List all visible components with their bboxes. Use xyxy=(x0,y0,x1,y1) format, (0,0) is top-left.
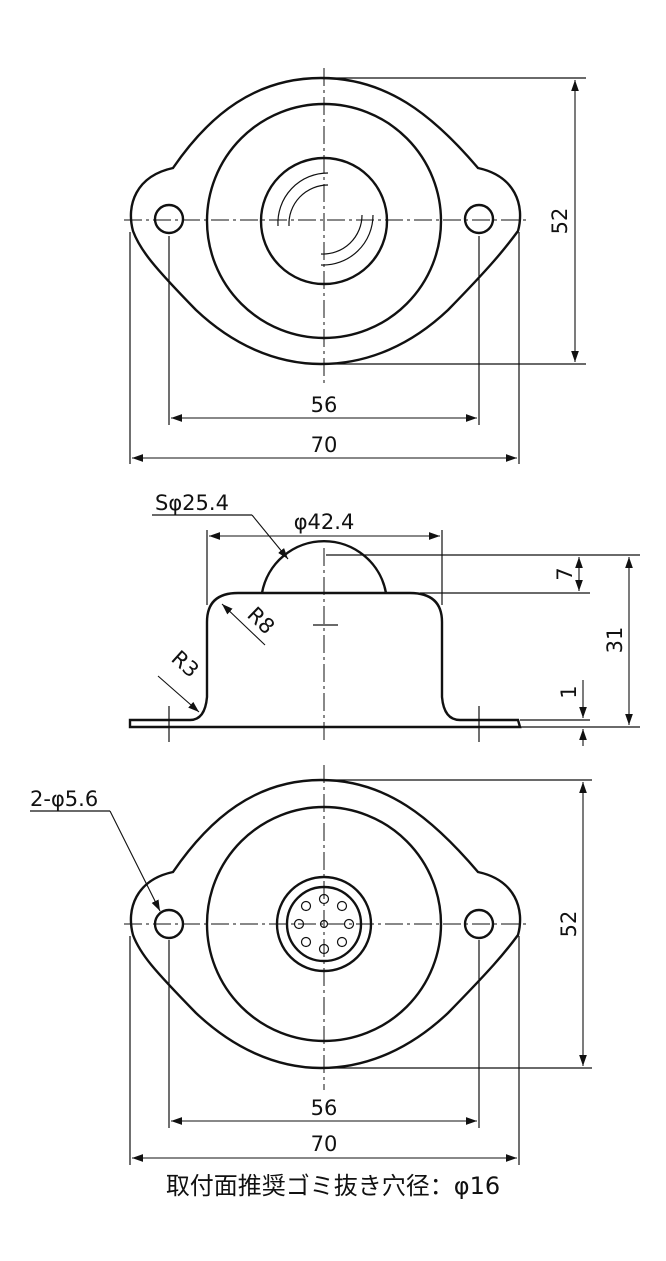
top-height-dimension: 52 xyxy=(548,208,572,235)
top-left-mount-hole xyxy=(153,203,185,235)
mounting-note: 取付面推奨ゴミ抜き穴径：φ16 xyxy=(165,1172,501,1200)
mount-hole-label: 2-φ5.6 xyxy=(30,787,98,811)
bottom-pitch-dimension: 56 xyxy=(311,1096,338,1120)
plate-thickness-dimension: 1 xyxy=(557,685,581,698)
top-view: 52 56 70 xyxy=(124,68,586,464)
bottom-flange-outline xyxy=(129,778,522,1070)
top-right-mount-hole xyxy=(463,203,495,235)
dome-diameter-dimension: φ42.4 xyxy=(294,510,355,534)
radius-r8-label: R8 xyxy=(243,602,280,639)
ball-highlight-arc-inner xyxy=(288,184,329,227)
radius-r3-label: R3 xyxy=(167,646,204,683)
top-width-dimension: 70 xyxy=(311,433,338,457)
bottom-view: 2-φ5.6 52 56 70 xyxy=(30,765,592,1165)
bottom-height-dimension: 52 xyxy=(557,911,581,938)
top-flange-outline xyxy=(129,76,522,366)
bottom-width-dimension: 70 xyxy=(311,1132,338,1156)
top-pitch-dimension: 56 xyxy=(311,393,338,417)
ball-diameter-label: Sφ25.4 xyxy=(155,491,229,515)
ball-shade-arc-outer xyxy=(320,214,374,266)
ball-shade-arc-inner xyxy=(320,214,363,255)
ball-highlight-arc-outer xyxy=(277,172,329,227)
total-height-dimension: 31 xyxy=(603,627,627,654)
side-view: Sφ25.4 φ42.4 R8 R3 7 31 1 xyxy=(128,491,640,746)
side-body-outline xyxy=(128,591,522,729)
side-ball-dome xyxy=(260,540,388,594)
protrusion-dimension: 7 xyxy=(553,567,577,580)
